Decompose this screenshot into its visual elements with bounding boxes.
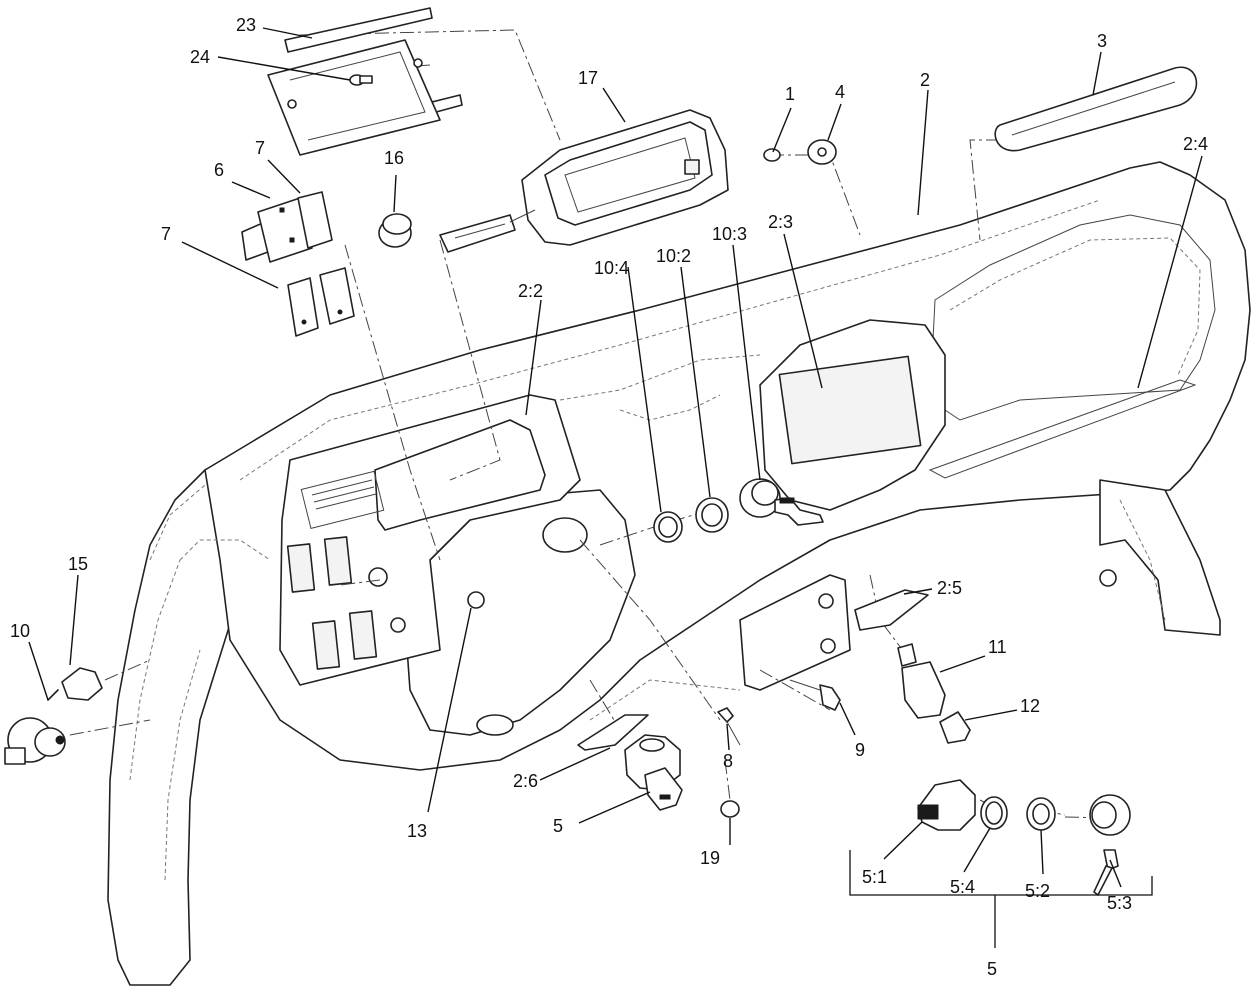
switch-bezel-right	[319, 267, 355, 325]
callout-5-4: 5:4	[950, 877, 975, 897]
ignition-switch	[624, 734, 683, 811]
callout-24: 24	[190, 47, 210, 67]
callout-9: 9	[855, 740, 865, 760]
ignition-switch-exploded	[917, 779, 1131, 896]
callout-10-2: 10:2	[656, 246, 691, 266]
nut-10-2	[695, 497, 729, 533]
grommet-2-6	[577, 714, 649, 751]
callout-1: 1	[785, 84, 795, 104]
display-cluster	[439, 109, 729, 253]
callout-15: 15	[68, 554, 88, 574]
switch-body-10	[4, 717, 66, 765]
callout-10-4: 10:4	[594, 258, 629, 278]
callout-5-1: 5:1	[862, 867, 887, 887]
grab-handle	[994, 66, 1198, 152]
switch-bezel-left	[287, 277, 319, 337]
callout-2-3: 2:3	[768, 212, 793, 232]
callout-5-group: 5	[987, 959, 997, 979]
sensor-11	[897, 643, 946, 719]
callout-2-2: 2:2	[518, 281, 543, 301]
callout-16: 16	[384, 148, 404, 168]
callout-4: 4	[835, 82, 845, 102]
callout-3: 3	[1097, 31, 1107, 51]
callout-2: 2	[920, 70, 930, 90]
callout-17: 17	[578, 68, 598, 88]
leader-lines	[28, 27, 1203, 888]
hole-plug	[378, 213, 412, 248]
dash-panel-housing	[107, 161, 1251, 986]
callout-6: 6	[214, 160, 224, 180]
boot-12	[939, 711, 971, 744]
nut-19	[720, 800, 740, 818]
callout-7-top: 7	[255, 138, 265, 158]
connector-15	[47, 667, 103, 701]
nut	[763, 148, 781, 162]
callout-labels: 23 24 17 1 4 2 3 2:4 6 7 7 16 2:3 10:3 1…	[10, 15, 1208, 979]
gasket-2-5	[854, 589, 929, 631]
seal-ring-10-4	[653, 511, 683, 543]
mounting-bracket	[267, 7, 463, 156]
callout-19: 19	[700, 848, 720, 868]
plug-13	[467, 591, 485, 609]
callout-8: 8	[723, 751, 733, 771]
callout-5-top: 5	[553, 816, 563, 836]
callout-5-2: 5:2	[1025, 881, 1050, 901]
bracket-screw	[349, 74, 373, 86]
washer	[807, 139, 837, 165]
item-5-group-bracket	[849, 850, 1153, 948]
bolt-8	[717, 707, 741, 746]
callout-2-6: 2:6	[513, 771, 538, 791]
bolt-9	[789, 679, 841, 711]
callout-2-4: 2:4	[1183, 134, 1208, 154]
callout-12: 12	[1020, 696, 1040, 716]
callout-23: 23	[236, 15, 256, 35]
callout-11: 11	[988, 637, 1007, 657]
callout-13: 13	[407, 821, 427, 841]
callout-7-low: 7	[161, 224, 171, 244]
callout-5-3: 5:3	[1107, 893, 1132, 913]
callout-10-3: 10:3	[712, 224, 747, 244]
callout-2-5: 2:5	[937, 578, 962, 598]
callout-10: 10	[10, 621, 30, 641]
rocker-switch-assembly	[241, 191, 333, 263]
